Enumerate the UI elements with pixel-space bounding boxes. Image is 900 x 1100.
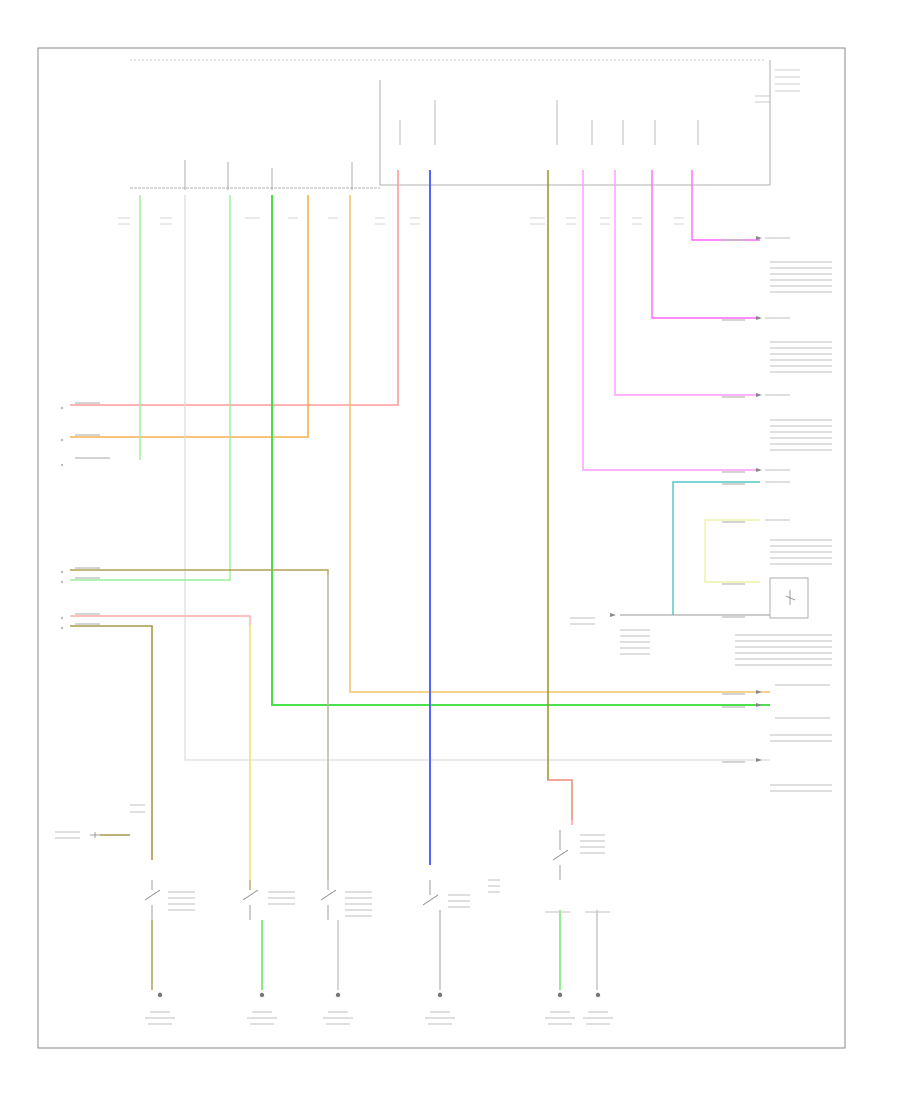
wire-tan-2 <box>70 625 153 860</box>
wire-orange <box>70 195 309 438</box>
wire-cyan <box>672 481 760 615</box>
module-box <box>379 60 771 186</box>
wire-green <box>271 195 770 706</box>
relay-switch <box>785 590 796 605</box>
left-wire-ends <box>60 406 64 630</box>
right-wire-ends <box>756 236 762 762</box>
wire-magenta-1 <box>651 170 760 319</box>
right-label-blocks <box>735 237 832 792</box>
wire-labels <box>118 217 684 225</box>
left-bottom-arrow <box>90 832 100 838</box>
wire-yellow-small <box>704 519 760 583</box>
wire-magenta-2 <box>691 170 760 241</box>
wire-lt-green-2 <box>70 195 231 581</box>
wire-olive <box>547 170 573 820</box>
wire-olive-red <box>548 779 573 825</box>
sensor-arrow-left <box>610 613 616 617</box>
ground-points <box>157 992 601 998</box>
wire-red <box>70 170 399 406</box>
relay-box <box>769 577 809 619</box>
module-label-lines <box>755 69 800 103</box>
bottom-components <box>144 830 598 990</box>
wire-pink-2 <box>614 170 760 396</box>
connector-pins <box>184 160 353 190</box>
wire-tags <box>75 239 745 763</box>
wire-pink-left <box>70 615 251 890</box>
top-pin-labels <box>399 100 699 145</box>
wire-pink-1 <box>582 170 760 471</box>
wire-grey-long <box>184 195 770 761</box>
bottom-labels <box>145 617 650 1025</box>
diagram-frame <box>37 47 846 1049</box>
wire-yellow-orange <box>349 195 770 693</box>
left-bottom-labels <box>55 804 145 839</box>
